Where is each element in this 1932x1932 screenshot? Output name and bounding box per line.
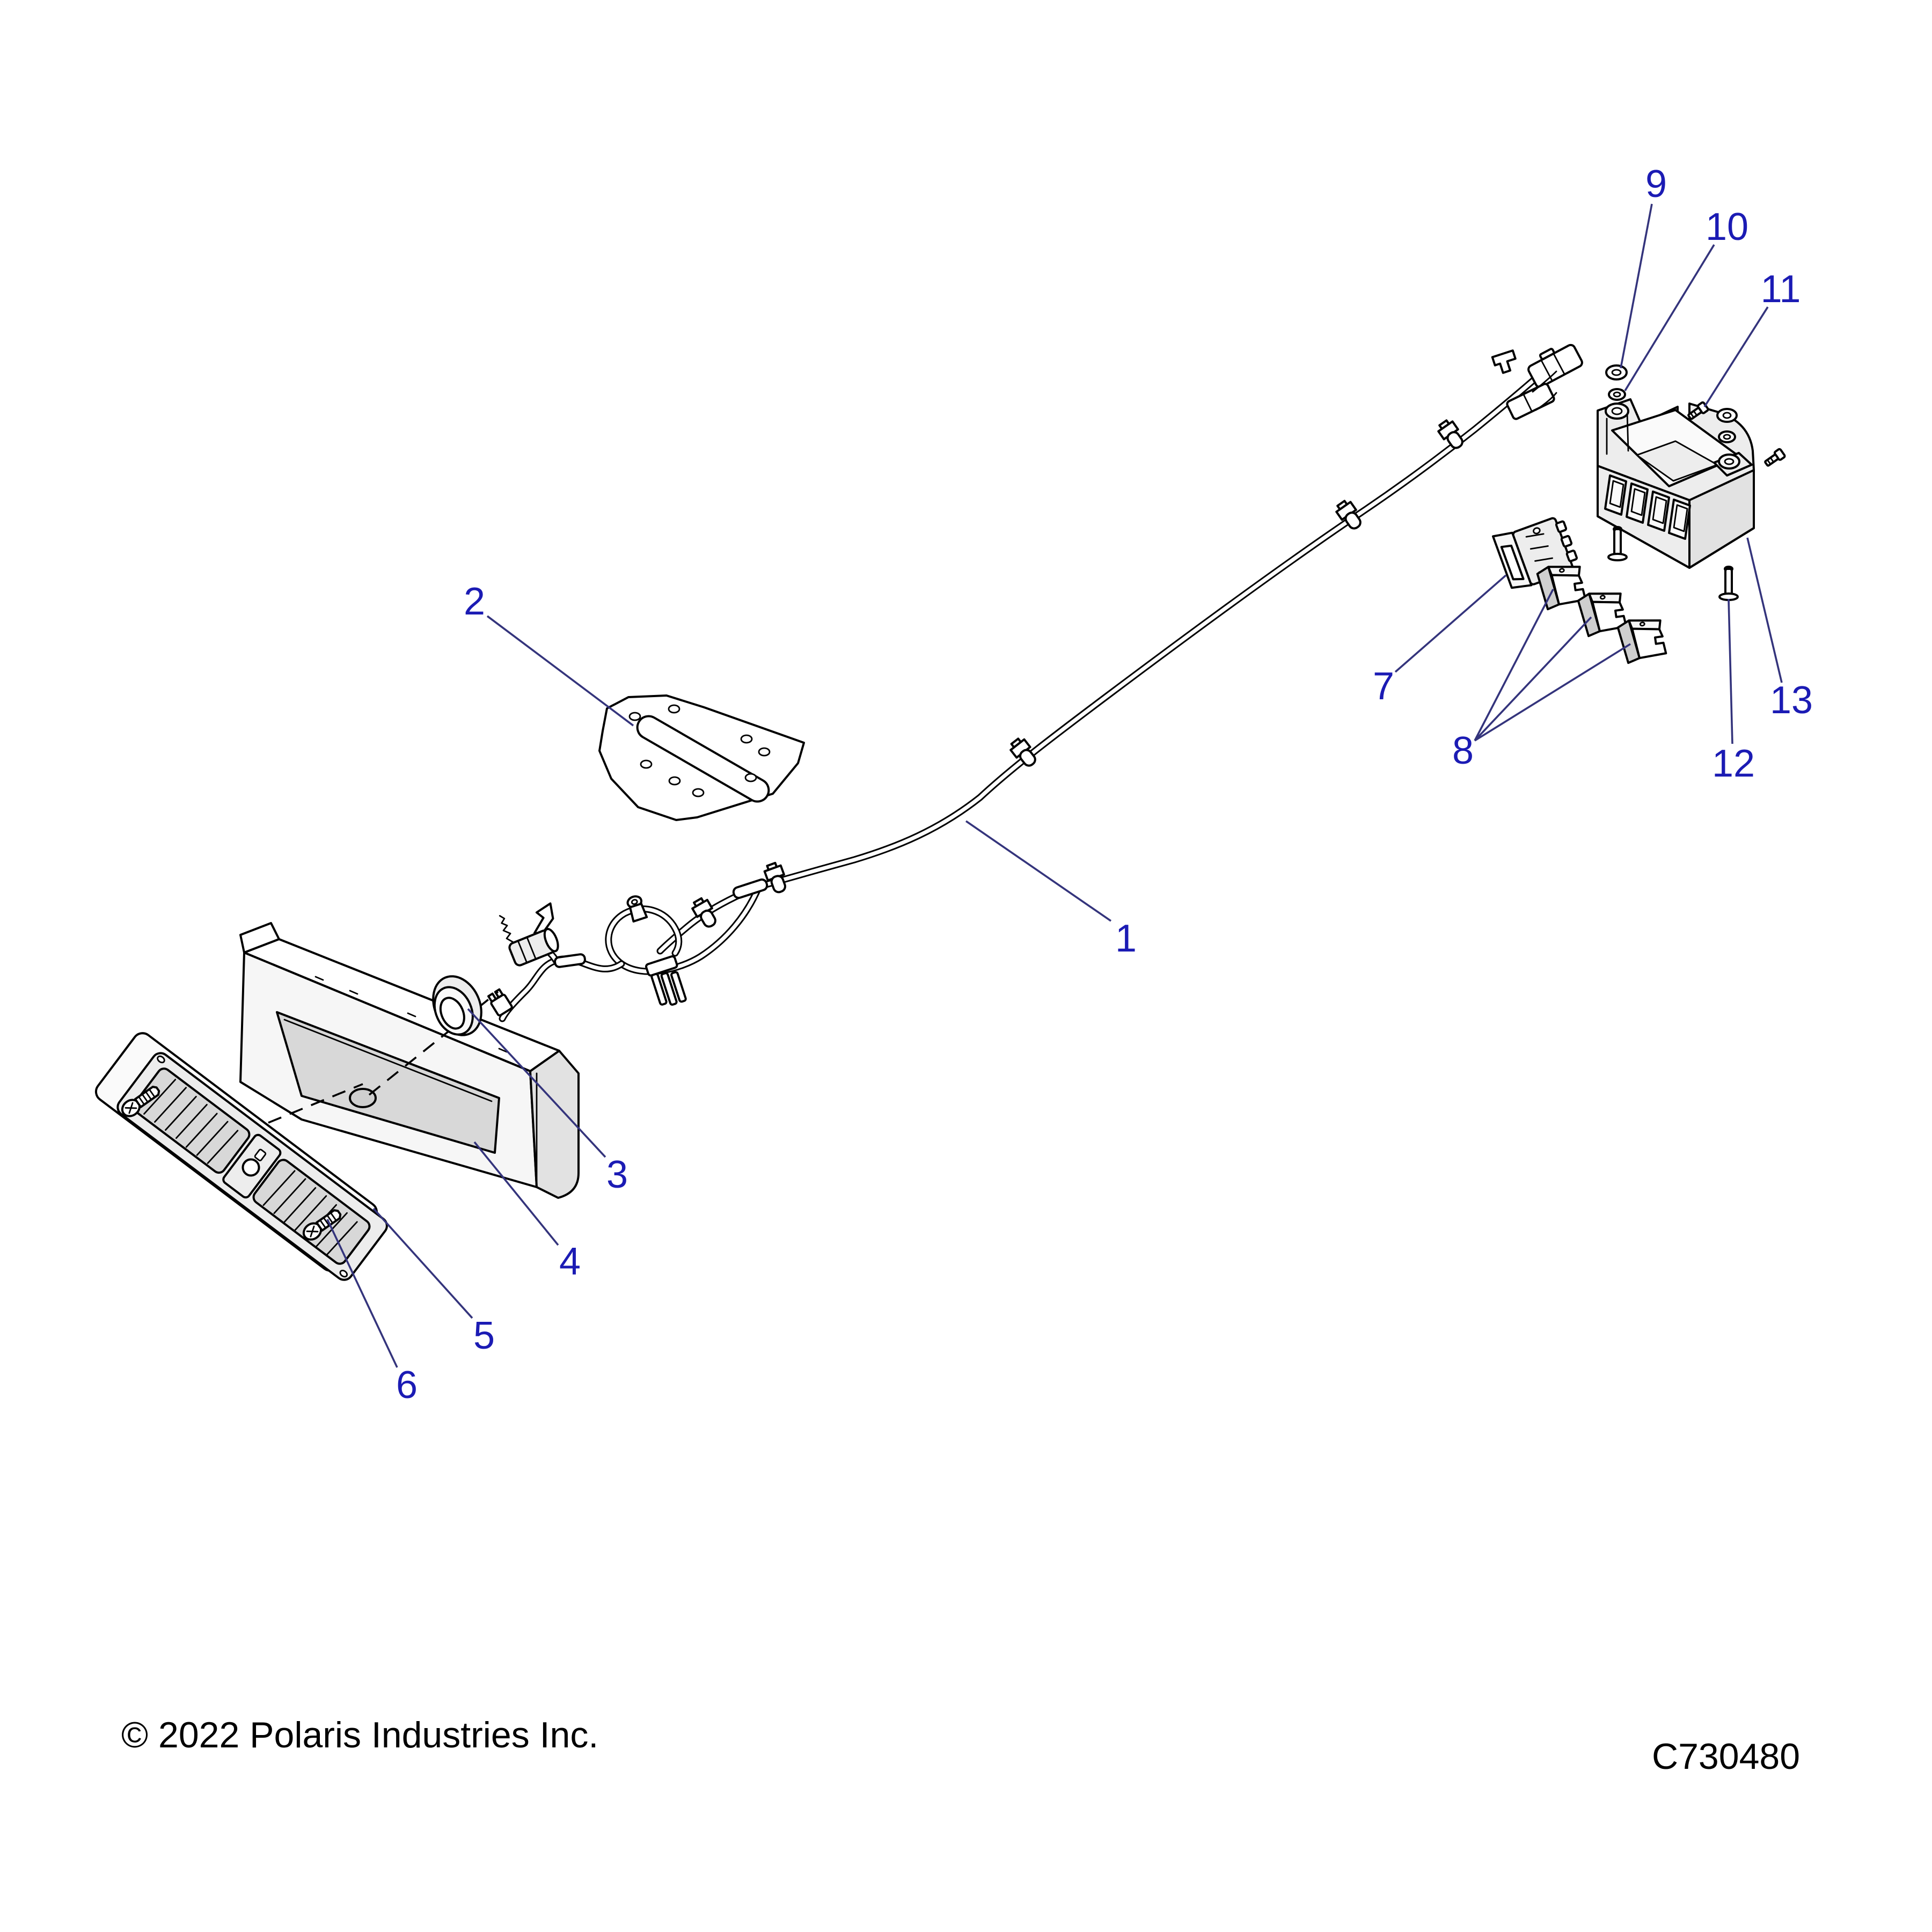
harness-solenoid [499,902,559,967]
mounting-plate [598,694,805,821]
switch-blank-clip [1616,614,1668,665]
callout-leader-8 [1474,643,1631,742]
alignment-axes [268,991,499,1124]
callout-label-1: 1 [1115,917,1137,960]
switch-box [1597,398,1755,569]
callout-label-11: 11 [1761,268,1801,311]
harness-sleeve [554,953,586,968]
callout-leader-7 [1394,574,1507,673]
eyelet-clip [626,895,648,923]
shoulder-screw [1762,447,1787,469]
callout-leader-13 [1746,537,1783,683]
wiring-harness [487,343,1583,1022]
callout-leader-1 [965,820,1112,922]
callout-leader-6 [326,1219,398,1368]
washer-small [1608,388,1626,401]
callout-label-4: 4 [559,1240,581,1283]
callout-leader-5 [372,1208,473,1319]
callout-leader-12 [1728,598,1733,744]
callout-leader-8 [1474,589,1554,741]
plate-holes [628,704,771,797]
end-connector [487,988,513,1017]
harness-clip [1435,416,1468,453]
callout-label-12: 12 [1712,742,1755,785]
washer-large [1605,364,1628,380]
callout-label-7: 7 [1373,665,1394,708]
long-screw [1718,566,1739,601]
callout-label-3: 3 [606,1153,628,1196]
callout-label-2: 2 [464,580,485,623]
callout-leader-4 [473,1141,559,1246]
harness-connector [1506,383,1555,420]
callout-label-6: 6 [396,1364,418,1407]
harness-sleeve [732,878,769,899]
callout-leader-8 [1474,616,1592,742]
callout-leaders [326,203,1783,1368]
harness-bracket [1491,349,1517,374]
duct-ring [432,975,482,1036]
harness-connector [1527,343,1583,389]
callout-label-5: 5 [473,1314,495,1357]
callout-leader-3 [467,1008,606,1158]
callout-label-13: 13 [1770,679,1813,722]
washer-large [1716,408,1738,423]
diagram-code-text: C730480 [1652,1736,1800,1777]
copyright-text: © 2022 Polaris Industries Inc. [121,1715,598,1755]
callout-label-9: 9 [1645,163,1667,206]
heater-housing [239,922,580,1199]
callout-leader-2 [486,615,634,727]
washer-small [1718,430,1736,443]
callout-label-8: 8 [1452,729,1474,772]
callout-label-10: 10 [1706,206,1748,248]
branch-connector [645,955,687,1006]
callout-leader-9 [1620,203,1653,369]
callout-leader-11 [1703,306,1769,407]
callout-leader-10 [1624,244,1715,391]
